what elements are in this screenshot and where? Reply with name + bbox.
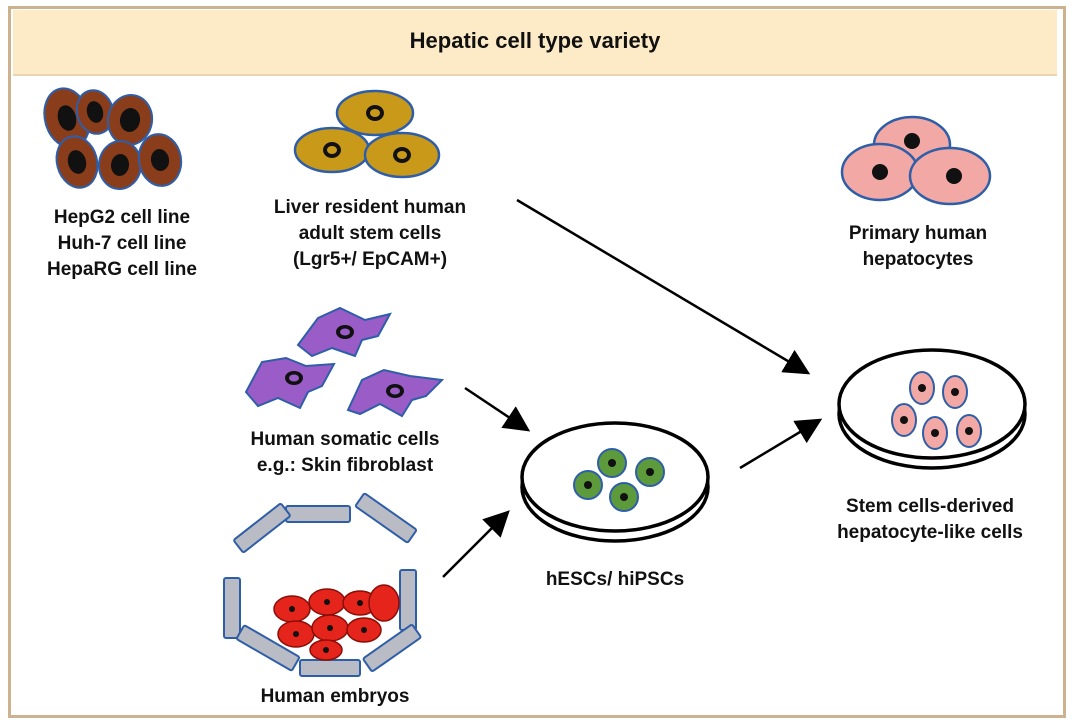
arrow-somatic-to-hesc <box>464 386 531 432</box>
arrow-embryo-to-hesc <box>442 510 510 578</box>
liver-stem-label: Liver resident human adult stem cells (L… <box>230 195 510 273</box>
primary-line-2: hepatocytes <box>862 249 974 270</box>
hesc-petri-dish-icon <box>520 421 710 543</box>
cell-lines-label: HepG2 cell line Huh-7 cell line HepaRG c… <box>22 205 222 283</box>
liver-stem-line-2: adult stem cells <box>298 223 442 244</box>
cell-line-heparg: HepaRG cell line <box>47 259 197 280</box>
derived-line-1: Stem cells-derived <box>846 496 1014 517</box>
title-banner: Hepatic cell type variety <box>13 10 1057 76</box>
figure-title: Hepatic cell type variety <box>409 28 661 53</box>
cell-lines-cluster-icon <box>43 87 183 190</box>
liver-stem-cells-icon <box>293 89 441 179</box>
primary-line-1: Primary human <box>848 223 988 244</box>
hescs-label: hESCs/ hiPSCs <box>545 569 685 590</box>
cell-line-huh7: Huh-7 cell line <box>57 233 187 254</box>
cell-line-hepg2: HepG2 cell line <box>53 207 191 228</box>
somatic-cells-label: Human somatic cells e.g.: Skin fibroblas… <box>220 427 470 479</box>
arrow-stem-to-derived <box>516 198 811 375</box>
liver-stem-line-1: Liver resident human <box>273 197 467 218</box>
derived-line-2: hepatocyte-like cells <box>837 522 1023 543</box>
derived-hepatocyte-dish-icon <box>837 348 1027 470</box>
derived-cells-label: Stem cells-derived hepatocyte-like cells <box>810 494 1050 546</box>
somatic-fibroblasts-icon <box>244 306 445 418</box>
embryos-label: Human embryos <box>260 686 410 707</box>
primary-hepatocytes-icon <box>840 115 992 206</box>
human-embryo-icon <box>223 492 422 677</box>
somatic-line-1: Human somatic cells <box>250 429 440 450</box>
somatic-line-2: e.g.: Skin fibroblast <box>256 455 434 476</box>
primary-hepatocytes-label: Primary human hepatocytes <box>813 221 1023 273</box>
liver-stem-line-3: (Lgr5+/ EpCAM+) <box>292 249 448 270</box>
arrow-hesc-to-derived <box>739 418 823 470</box>
